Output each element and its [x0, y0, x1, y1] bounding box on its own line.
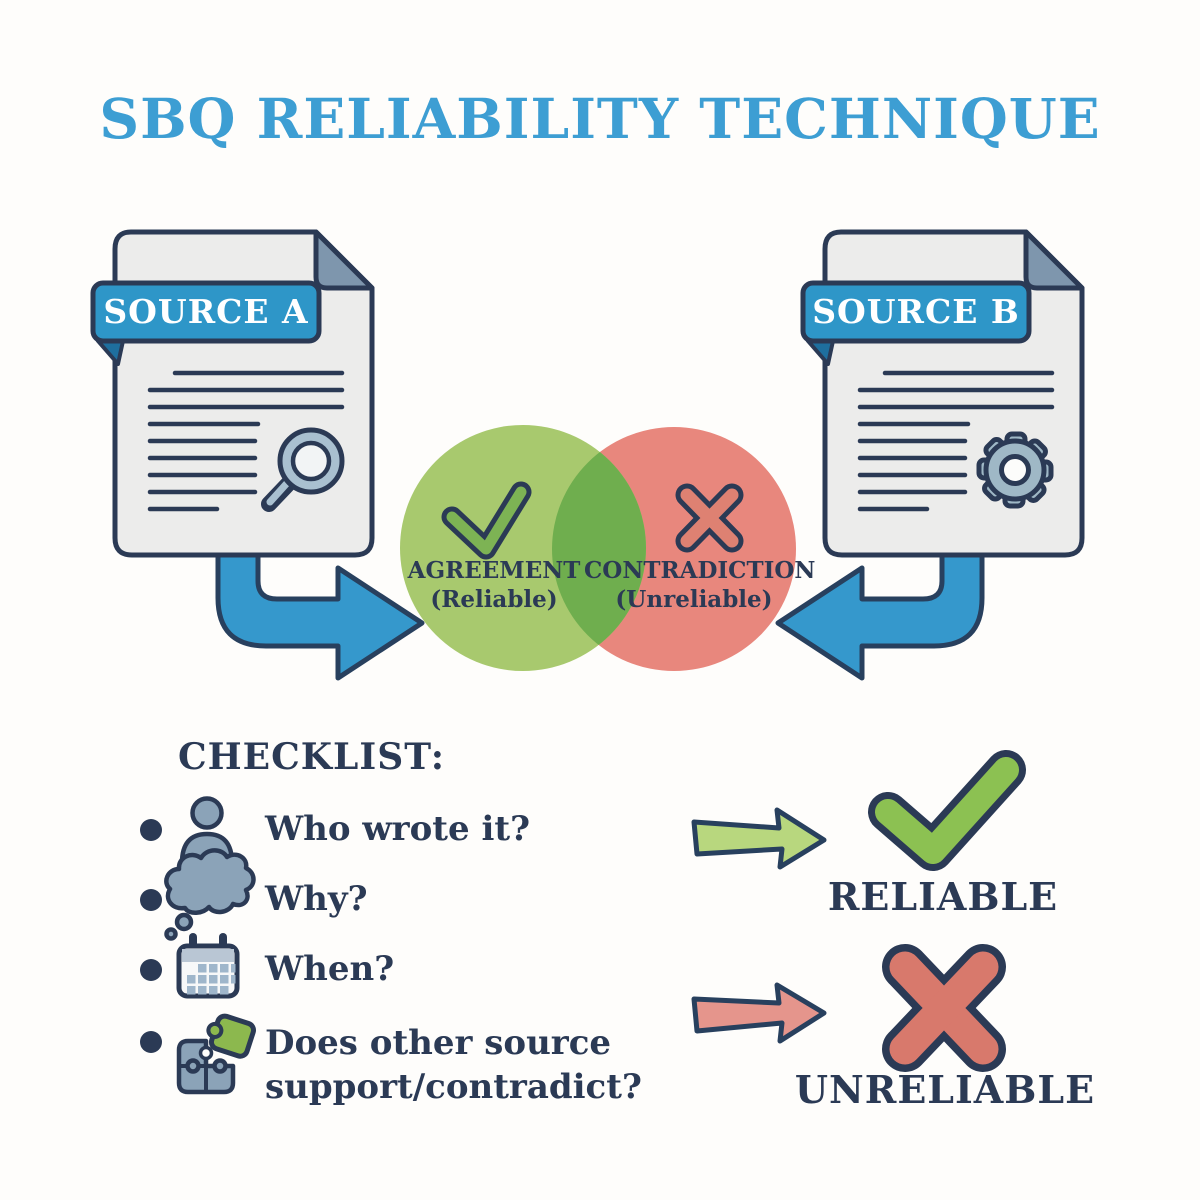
venn-overlap [552, 427, 646, 671]
puzzle-icon [176, 1013, 257, 1095]
source-a-document [115, 232, 372, 555]
source-a-label: SOURCE A [103, 292, 309, 331]
unreliable-cross-icon [882, 944, 1006, 1072]
thought-cloud-icon [164, 848, 256, 941]
source-b-document [825, 232, 1082, 555]
checklist-item-who: Who wrote it? [265, 809, 530, 849]
contradiction-label: CONTRADICTION (Unreliable) [584, 556, 816, 614]
source-b-label: SOURCE B [812, 292, 1020, 331]
gear-icon [976, 431, 1054, 509]
contradiction-subtitle: (Unreliable) [615, 586, 773, 613]
cross-icon [675, 483, 744, 553]
checklist-bullets [140, 819, 162, 1053]
source-a-tag [90, 280, 322, 366]
reliable-label: RELIABLE [827, 874, 1059, 919]
venn-diagram [400, 425, 796, 671]
agreement-title: AGREEMENT [407, 557, 581, 584]
checklist-heading: CHECKLIST: [178, 736, 445, 778]
source-b-arrow [775, 542, 985, 681]
contradiction-title: CONTRADICTION [584, 557, 816, 584]
checklist-item-when: When? [265, 949, 395, 989]
source-b-tag [800, 280, 1032, 366]
green-arrow [691, 807, 827, 870]
magnifier-icon [261, 427, 345, 512]
unreliable-label: UNRELIABLE [794, 1067, 1096, 1112]
checklist-item-why: Why? [265, 879, 368, 919]
checklist-item-support: Does other source support/contradict? [265, 1023, 642, 1107]
agreement-label: AGREEMENT (Reliable) [384, 556, 604, 614]
agreement-subtitle: (Reliable) [430, 586, 558, 613]
reliable-checkmark-icon [868, 750, 1026, 871]
page-title: SBQ RELIABILITY TECHNIQUE [99, 86, 1101, 151]
source-a-arrow [215, 542, 425, 681]
checkmark-icon [441, 481, 532, 560]
calendar-icon [176, 933, 240, 999]
red-arrow [691, 982, 827, 1044]
